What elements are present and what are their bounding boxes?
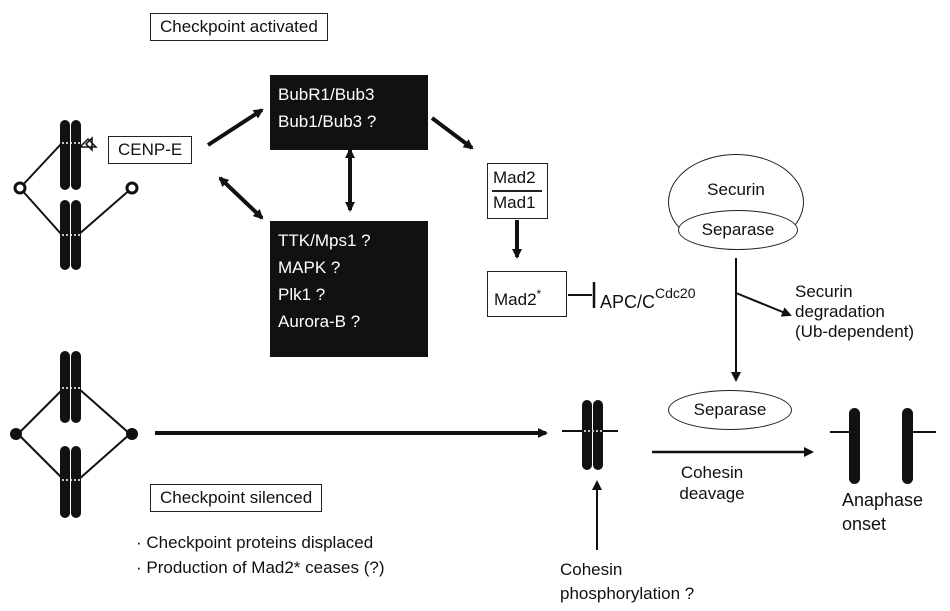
separase-label-2: Separase bbox=[693, 400, 767, 419]
apc-label: APC/CCdc20 bbox=[600, 283, 695, 312]
sd-line-2: degradation bbox=[795, 302, 885, 321]
unattached-chromosomes bbox=[13, 120, 139, 270]
mad2-label: Mad2 bbox=[493, 168, 536, 187]
silenced-notes: · Checkpoint proteins displaced · Produc… bbox=[136, 530, 385, 580]
bub1-label: Bub1/Bub3 ? bbox=[278, 112, 377, 131]
plk1-label: Plk1 ? bbox=[278, 285, 326, 304]
apc-sup: Cdc20 bbox=[655, 285, 696, 301]
metaphase-chromosome bbox=[562, 400, 618, 470]
attached-chromosomes bbox=[10, 351, 138, 518]
arrow-cenpe-bubr1 bbox=[206, 108, 264, 147]
cp-line-2: phosphorylation ? bbox=[560, 584, 695, 603]
anaphase-line-1: Anaphase bbox=[842, 490, 924, 510]
cenpe-box: CENP-E bbox=[108, 136, 193, 164]
arrow-securin-degradation bbox=[735, 292, 792, 317]
sd-line-1: Securin bbox=[795, 282, 853, 301]
kinase-block: TTK/Mps1 ? MAPK ? Plk1 ? Aurora-B ? bbox=[270, 221, 428, 357]
cp-line-1: Cohesin bbox=[560, 560, 623, 579]
mad1-label: Mad1 bbox=[493, 193, 536, 212]
arrow-bub-mad2 bbox=[430, 116, 474, 150]
apc-base: APC/C bbox=[600, 292, 656, 312]
anaphase-onset-label: Anaphase onset bbox=[842, 488, 923, 536]
arrow-cenpe-kinases bbox=[218, 176, 264, 220]
checkpoint-silenced-title: Checkpoint silenced bbox=[150, 484, 323, 512]
mad2-mad1-box: Mad2 Mad1 bbox=[487, 163, 548, 219]
separase-label: Separase bbox=[701, 220, 775, 239]
cohesin-phosphorylation-label: Cohesin phosphorylation ? bbox=[560, 558, 694, 606]
bubr1-label: BubR1/Bub3 bbox=[278, 85, 375, 104]
separase-ellipse bbox=[678, 210, 798, 250]
cc-line-1: Cohesin bbox=[680, 463, 744, 482]
mad2-star-box: Mad2* bbox=[487, 271, 567, 317]
anaphase-chromatids bbox=[830, 408, 936, 484]
bubr1-bub3-block: BubR1/Bub3 Bub1/Bub3 ? bbox=[270, 75, 428, 150]
mapk-label: MAPK ? bbox=[278, 258, 341, 277]
mad2-star-sup: * bbox=[536, 287, 542, 301]
checkpoint-activated-title: Checkpoint activated bbox=[150, 13, 328, 41]
separase-ellipse-2 bbox=[668, 390, 792, 430]
note-2: · Production of Mad2* ceases (?) bbox=[136, 558, 385, 577]
securin-label: Securin bbox=[707, 180, 765, 199]
cohesin-cleavage-label: Cohesin deavage bbox=[660, 462, 764, 504]
cc-line-2: deavage bbox=[679, 484, 745, 503]
sd-line-3: (Ub-dependent) bbox=[795, 322, 915, 341]
ttk-label: TTK/Mps1 ? bbox=[278, 231, 371, 250]
note-1: · Checkpoint proteins displaced bbox=[136, 533, 374, 552]
anaphase-line-2: onset bbox=[842, 514, 887, 534]
mad2-star-label: Mad2 bbox=[494, 290, 537, 309]
aurora-label: Aurora-B ? bbox=[278, 312, 361, 331]
securin-degradation-label: Securin degradation (Ub-dependent) bbox=[795, 282, 914, 342]
